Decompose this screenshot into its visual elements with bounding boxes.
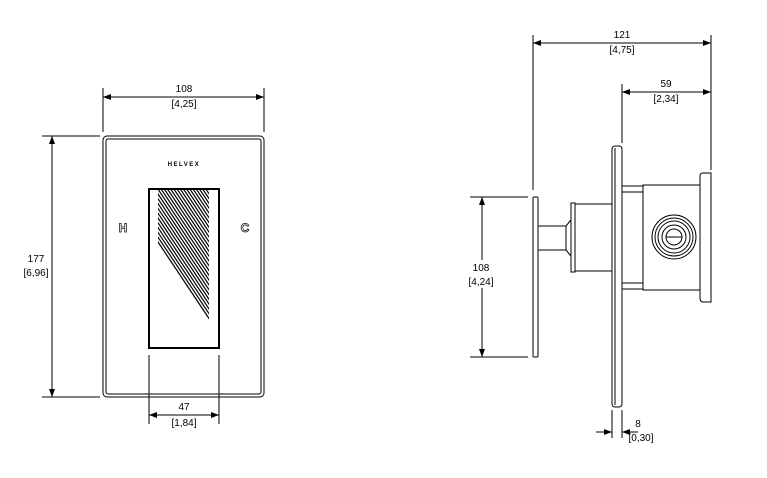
plate-thickness-mm: 8 bbox=[635, 419, 641, 430]
hatch-line bbox=[219, 185, 329, 350]
hatch-line bbox=[196, 190, 209, 210]
hatch-line bbox=[229, 185, 339, 350]
hatch-line bbox=[177, 190, 209, 238]
handle-width-in: [1,84] bbox=[171, 418, 196, 429]
handle bbox=[148, 188, 220, 349]
hatch-line bbox=[158, 236, 209, 315]
hatch-line bbox=[158, 221, 209, 301]
hatch-line bbox=[254, 185, 364, 350]
lever-height-mm: 108 bbox=[473, 263, 490, 274]
hatch-line bbox=[226, 185, 336, 350]
cold-label: C bbox=[241, 221, 250, 235]
hatch-line bbox=[170, 190, 209, 248]
hatch-line bbox=[199, 190, 209, 205]
hatch-line bbox=[158, 240, 209, 320]
depth-dimension: 121 [4,75] bbox=[532, 30, 712, 190]
handle-width-mm: 47 bbox=[178, 402, 190, 413]
hatch-line bbox=[216, 185, 326, 350]
valve-body bbox=[642, 184, 701, 291]
hatch-line bbox=[242, 185, 352, 350]
hatch-line bbox=[232, 185, 342, 350]
hatch-line bbox=[238, 185, 348, 350]
hatch-line bbox=[210, 185, 320, 350]
hatch-line bbox=[161, 190, 209, 262]
hatch-line bbox=[235, 185, 345, 350]
cover-plate-inner-edge bbox=[105, 138, 262, 395]
cartridge-flange bbox=[570, 202, 576, 273]
hatch-line bbox=[180, 190, 209, 234]
lever-stem bbox=[537, 225, 567, 251]
hatch-line bbox=[158, 197, 209, 277]
hatch-line bbox=[202, 190, 209, 200]
hatch-line bbox=[158, 212, 209, 291]
lever-height-in: [4,24] bbox=[468, 277, 493, 288]
plate-thickness-dimension: 8 [0,30] bbox=[596, 410, 654, 444]
height-in: [6,96] bbox=[23, 268, 48, 279]
hatch-line bbox=[158, 231, 209, 310]
handle-width-dimension: 47 [1,84] bbox=[148, 355, 220, 429]
hatch-line bbox=[164, 190, 209, 258]
hatch-line bbox=[158, 207, 209, 286]
body-depth-in: [2,34] bbox=[653, 94, 678, 105]
body-depth-dimension: 59 [2,34] bbox=[621, 79, 711, 143]
cartridge-body bbox=[574, 203, 613, 272]
width-mm: 108 bbox=[176, 84, 193, 95]
hatch-line bbox=[167, 190, 209, 253]
body-depth-mm: 59 bbox=[660, 79, 672, 90]
hatch-line bbox=[158, 202, 209, 282]
hot-label: H bbox=[119, 221, 128, 235]
hatch-line bbox=[258, 185, 368, 350]
width-dimension: 108 [4,25] bbox=[102, 84, 265, 132]
height-mm: 177 bbox=[28, 254, 45, 265]
cover-plate bbox=[102, 135, 265, 398]
hatch-line bbox=[189, 190, 209, 219]
hatch-line bbox=[173, 190, 209, 243]
hatch-line bbox=[183, 190, 209, 229]
wall-plate bbox=[611, 145, 623, 408]
height-dimension: 177 [6,96] bbox=[20, 135, 100, 398]
front-view: HELVEX H C 108 [4,25] 177 [6,96] 47 [1,8… bbox=[20, 84, 368, 429]
hatch-line bbox=[186, 190, 209, 224]
brand-logo: HELVEX bbox=[168, 162, 201, 168]
lever-plate bbox=[532, 196, 539, 358]
depth-mm: 121 bbox=[614, 30, 631, 41]
handle-grip-hatch bbox=[158, 185, 368, 350]
depth-in: [4,75] bbox=[609, 45, 634, 56]
hatch-line bbox=[222, 185, 332, 350]
hatch-line bbox=[251, 185, 361, 350]
width-in: [4,25] bbox=[171, 99, 196, 110]
lever-height-dimension: 108 [4,24] bbox=[464, 196, 528, 358]
side-view: 121 [4,75] 59 [2,34] 108 [4,24] 8 [0,30] bbox=[464, 30, 712, 444]
hatch-line bbox=[158, 216, 209, 296]
plate-thickness-in: [0,30] bbox=[628, 433, 653, 444]
outlet-port bbox=[651, 214, 697, 260]
hatch-line bbox=[193, 190, 209, 214]
hatch-line bbox=[158, 226, 209, 306]
hatch-line bbox=[158, 190, 209, 267]
hatch-line bbox=[158, 192, 209, 272]
hatch-line bbox=[213, 185, 323, 350]
